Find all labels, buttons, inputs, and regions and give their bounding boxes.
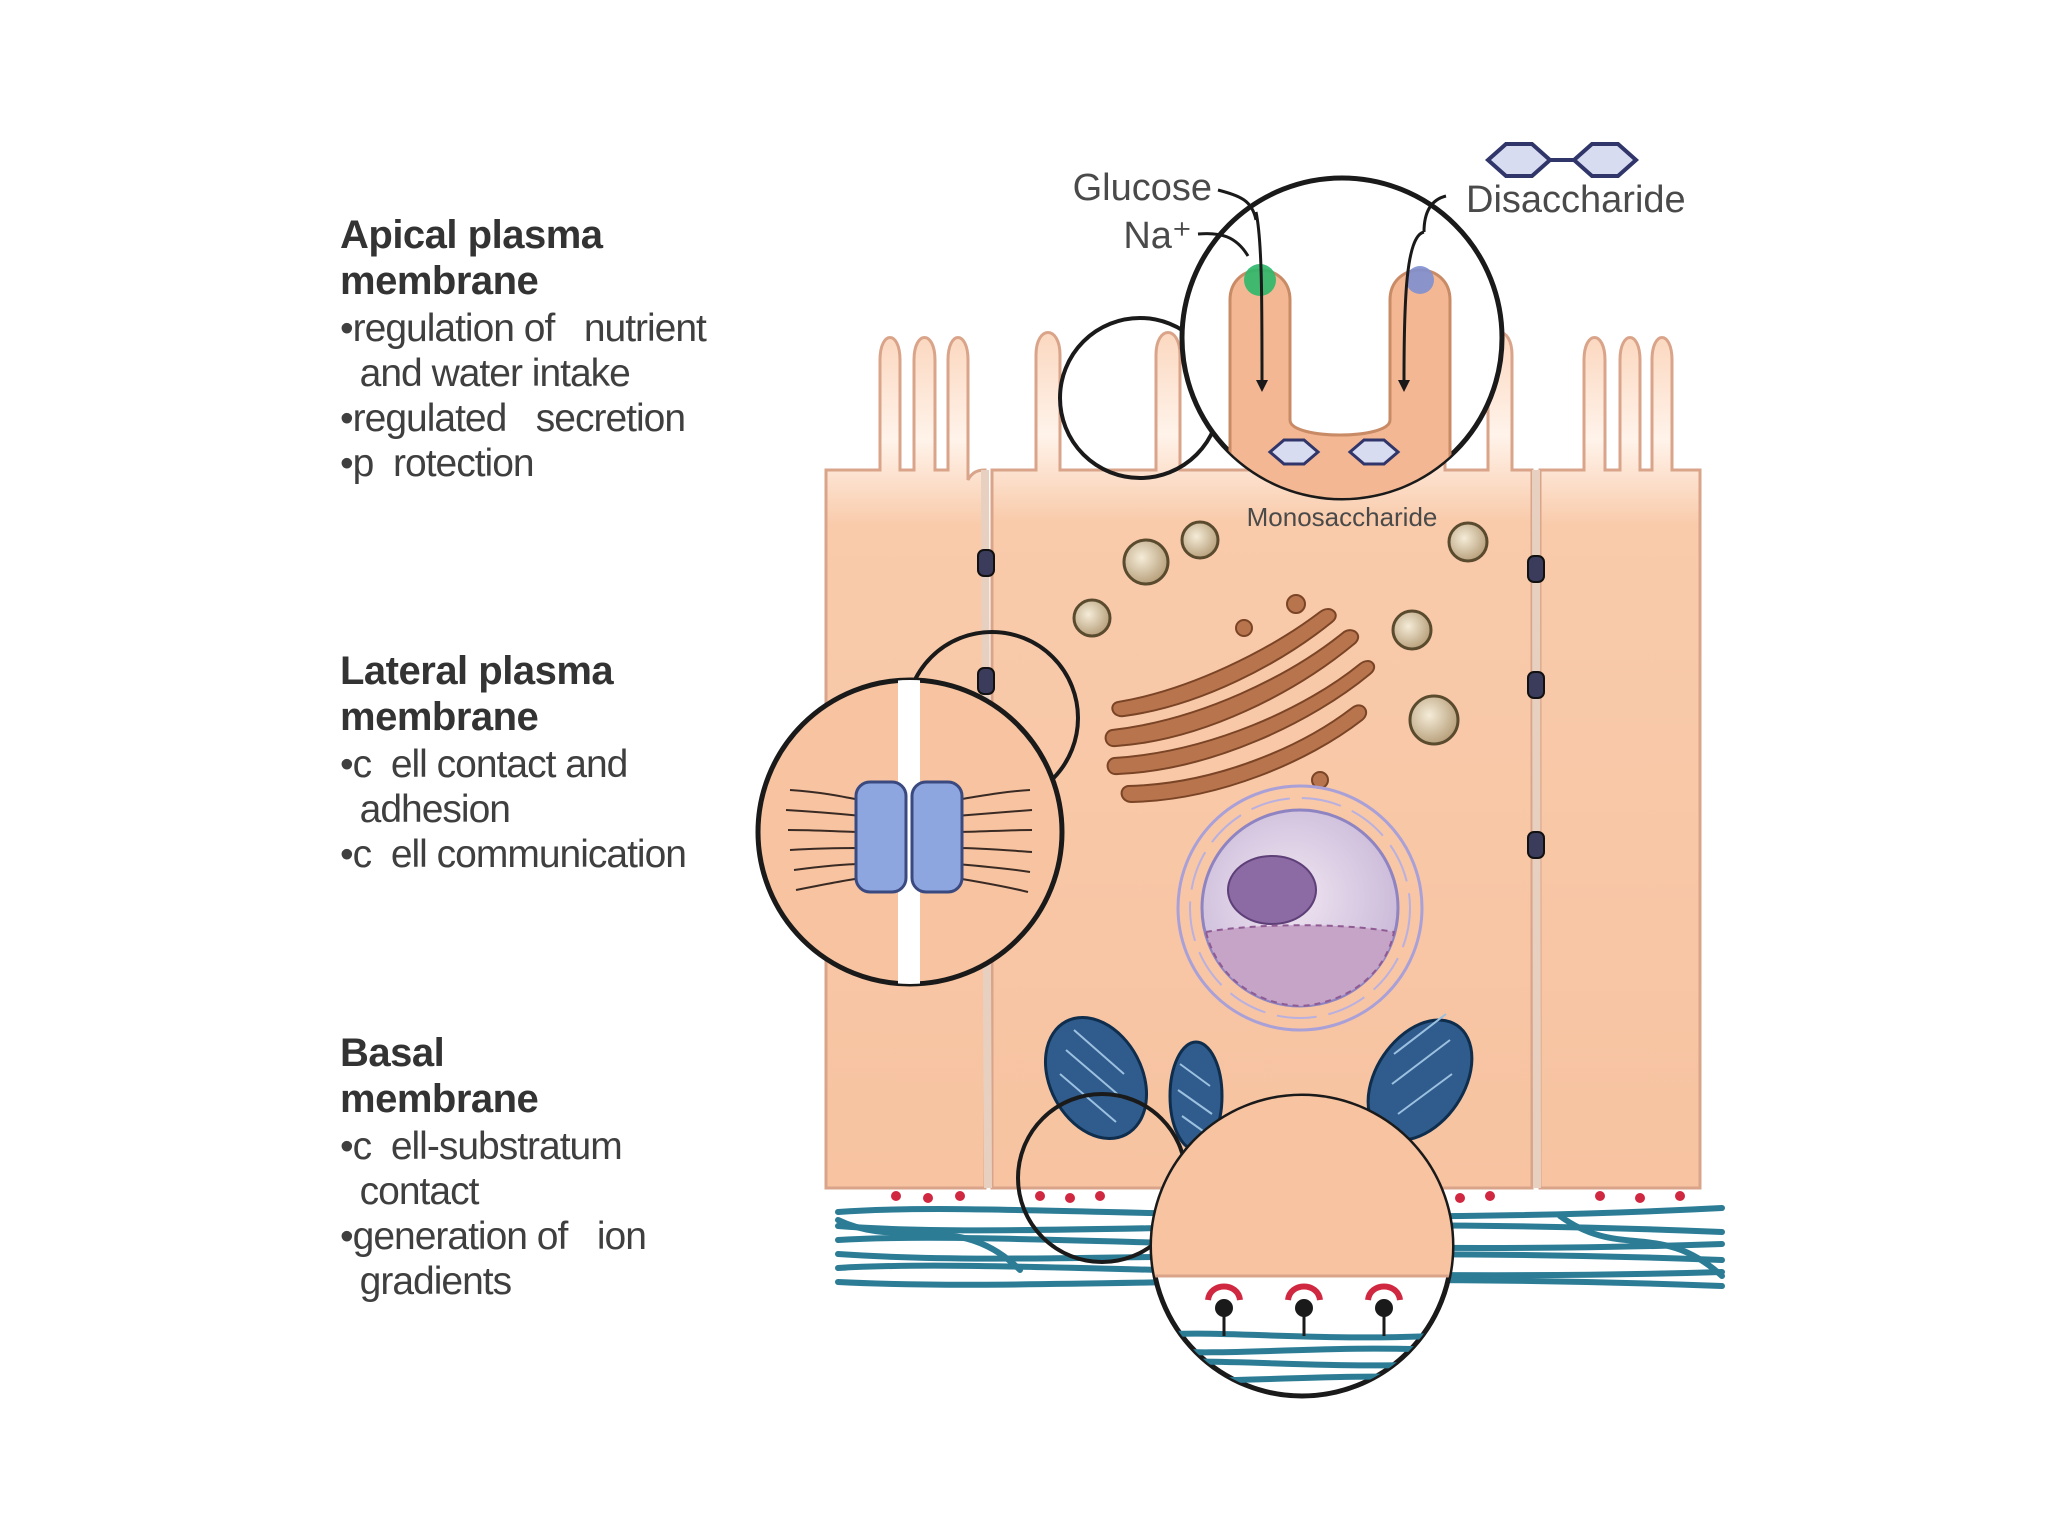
secretory-vesicles	[1072, 520, 1489, 746]
glucose-label: Glucose	[1073, 167, 1212, 209]
monosaccharide-pair	[1267, 438, 1401, 466]
lateral-membrane-description: Lateral plasma membrane •c ell contact a…	[340, 648, 687, 877]
list-item: •regulated secretion	[340, 397, 686, 440]
sodium-label: Na⁺	[1123, 215, 1192, 257]
list-item: and water intake	[340, 352, 631, 395]
junction-markers	[977, 549, 1545, 859]
list-item: •c ell-substratum	[340, 1125, 623, 1168]
apical-bullet-list: •regulation of nutrient and water intake…	[340, 306, 707, 486]
lateral-bullet-list: •c ell contact and adhesion •c ell commu…	[340, 742, 687, 877]
apical-zoom	[1179, 175, 1505, 501]
adhesion-protein-right	[910, 780, 964, 894]
apical-heading: Apical plasma membrane	[340, 213, 603, 303]
monosaccharide-label: Monosaccharide	[1247, 502, 1438, 532]
lateral-heading: Lateral plasma membrane	[340, 649, 614, 739]
lateral-zoom	[755, 677, 1065, 987]
basal-membrane-description: Basal membrane •c ell-substratum contact…	[340, 1030, 647, 1304]
adhesion-protein-left	[854, 780, 908, 894]
mitochondria	[1043, 1013, 1474, 1152]
nucleolus	[1227, 855, 1317, 925]
basal-heading: Basal membrane	[340, 1031, 539, 1121]
golgi-apparatus	[1104, 594, 1376, 804]
basal-zoom	[1149, 1093, 1455, 1399]
list-item: contact	[340, 1170, 480, 1213]
integrin-receptors	[1205, 1283, 1403, 1317]
list-item: •c ell communication	[340, 833, 687, 876]
list-item: adhesion	[340, 788, 511, 831]
disaccharide-icon	[1484, 142, 1640, 178]
disaccharidase	[1406, 266, 1434, 294]
chromatin	[1204, 924, 1396, 1008]
disaccharide-label: Disaccharide	[1466, 179, 1686, 221]
apical-membrane-description: Apical plasma membrane •regulation of nu…	[340, 212, 707, 486]
list-item: •regulation of nutrient	[340, 307, 707, 350]
list-item: •generation of ion	[340, 1215, 647, 1258]
list-item: gradients	[340, 1260, 512, 1303]
basal-bullet-list: •c ell-substratum contact •generation of…	[340, 1124, 647, 1304]
list-item: •c ell contact and	[340, 743, 628, 786]
right-cell	[1538, 336, 1702, 1190]
integrins	[891, 1191, 1685, 1203]
list-item: •p rotection	[340, 442, 535, 485]
nucleus	[1176, 784, 1424, 1032]
